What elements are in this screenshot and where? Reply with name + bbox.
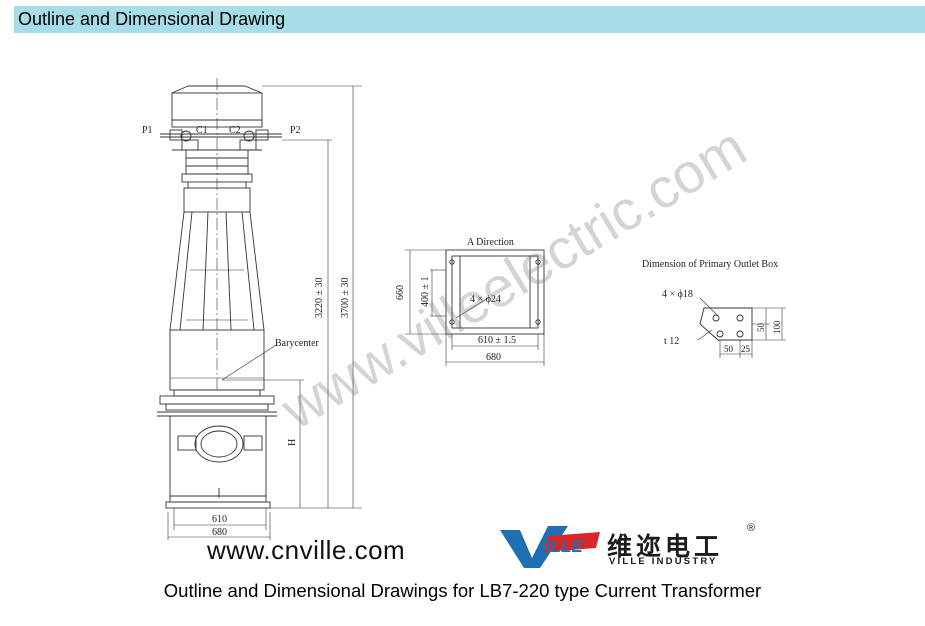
ville-logo-mark: ILLE [500, 526, 600, 568]
logo-english-text: VILLE INDUSTRY [609, 556, 718, 567]
dim-base-inner: 610 [212, 514, 227, 525]
base-tank [165, 415, 271, 509]
a-direction-drawing [405, 249, 545, 366]
outlet-box-title: Dimension of Primary Outlet Box [642, 259, 778, 270]
outlet-dim-50-v: 50 [756, 323, 766, 333]
outlet-dim-100: 100 [772, 320, 782, 334]
outlet-holes-label: 4 × ϕ18 [662, 289, 693, 300]
outlet-box-drawing [697, 297, 786, 358]
a-dim-400: 400 ± 1 [420, 277, 431, 308]
logo-chinese-text: 维迩电工 [607, 532, 724, 561]
logo-registered-mark: ® [747, 522, 756, 534]
website-text: www.cnville.com [207, 535, 406, 565]
barycenter-label: Barycenter [275, 338, 320, 349]
main-dimensions [167, 85, 362, 540]
drawing-caption: Outline and Dimensional Drawings for LB7… [163, 580, 762, 601]
dim-h: H [287, 439, 298, 446]
terminal-p2-label: P2 [290, 125, 301, 136]
dim-height-top: 3220 ± 30 [314, 278, 325, 319]
dim-height-total: 3700 ± 30 [340, 278, 351, 319]
terminal-c1-label: C1 [196, 125, 208, 136]
neck-flange [181, 149, 253, 213]
header-title: Outline and Dimensional Drawing [18, 9, 286, 29]
terminal-p1-label: P1 [142, 125, 153, 136]
terminal-assembly [160, 129, 282, 151]
a-dim-610: 610 ± 1.5 [478, 335, 516, 346]
a-holes-label: 4 × ϕ24 [470, 294, 501, 305]
outlet-thickness-label: t 12 [664, 336, 679, 347]
top-cap [171, 78, 263, 390]
a-dim-660: 660 [395, 285, 406, 300]
outlet-dim-50-h: 50 [724, 344, 734, 354]
dim-base-outer: 680 [212, 527, 227, 538]
terminal-c2-label: C2 [229, 125, 241, 136]
a-dim-680: 680 [486, 352, 501, 363]
outlet-dim-25: 25 [741, 344, 751, 354]
header-bar: Outline and Dimensional Drawing [14, 6, 925, 33]
a-direction-title: A Direction [467, 237, 514, 248]
svg-text:ILLE: ILLE [546, 537, 583, 556]
